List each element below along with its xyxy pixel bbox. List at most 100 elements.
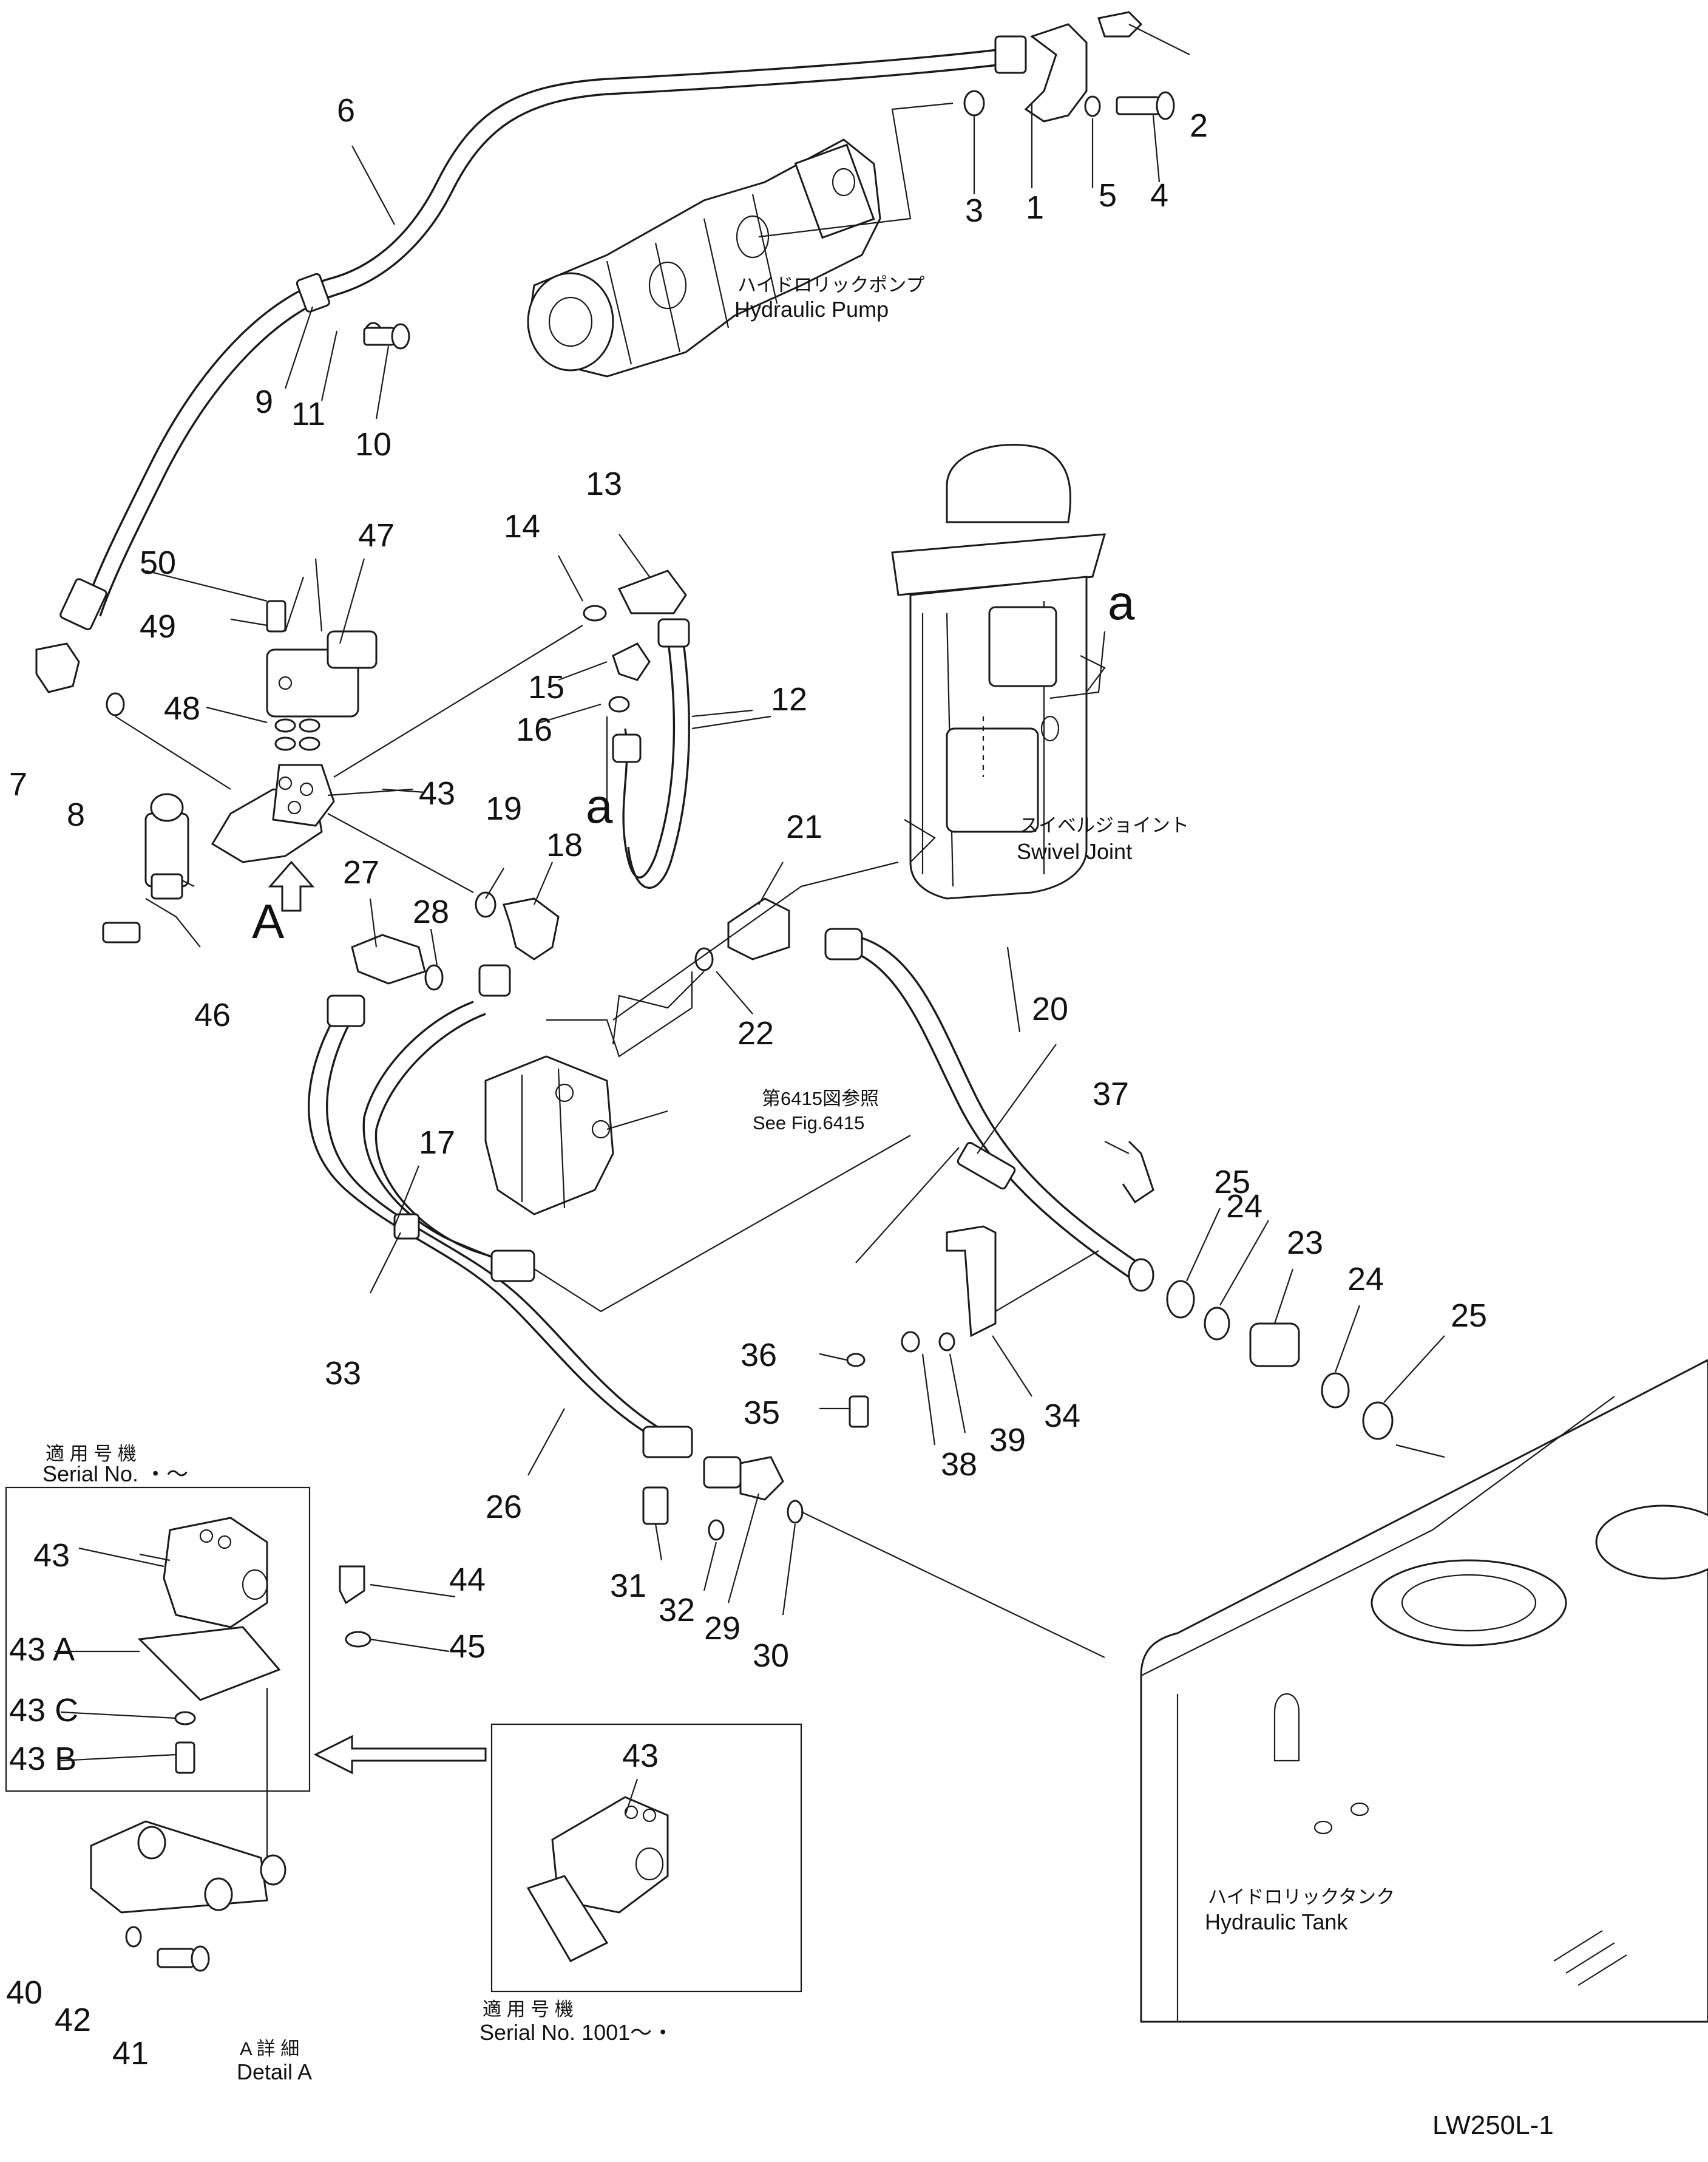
callout-20: 20 xyxy=(1032,991,1068,1027)
callout-13: 13 xyxy=(586,466,622,502)
control-block-43 xyxy=(211,625,583,893)
callout-9: 9 xyxy=(255,384,273,420)
callout-24a: 24 xyxy=(1226,1188,1262,1225)
callout-25a: 25 xyxy=(1214,1164,1250,1200)
callout-27: 27 xyxy=(343,854,379,891)
detail-bracket-40 xyxy=(90,1565,371,1972)
u-bolt-37 xyxy=(1122,1140,1154,1204)
callout-43B: 43 B xyxy=(9,1741,76,1777)
swivel-label-jp: スイベルジョイント xyxy=(1020,815,1189,836)
fittings-29-32 xyxy=(642,1456,1105,1658)
callout-43a: 43 xyxy=(419,775,455,812)
callout-48: 48 xyxy=(164,690,200,727)
callout-15: 15 xyxy=(528,669,564,705)
callout-42: 42 xyxy=(55,2002,91,2038)
fittings-7-8 xyxy=(35,642,231,790)
tank-label-en: Hydraulic Tank xyxy=(1205,1909,1348,1934)
swivel-joint xyxy=(891,444,1106,900)
callout-10: 10 xyxy=(355,426,391,463)
pipe-20 xyxy=(824,928,1154,1292)
callout-24b: 24 xyxy=(1347,1261,1384,1297)
serial-label-2-en: Serial No. 1001～・ xyxy=(480,2020,674,2045)
solenoid-valve-47 xyxy=(266,558,378,718)
callout-41: 41 xyxy=(112,2035,149,2072)
callout-3: 3 xyxy=(965,192,983,229)
o-rings-48 xyxy=(274,718,320,751)
bracket-34 xyxy=(846,1225,1099,1428)
callout-8: 8 xyxy=(67,797,85,833)
relief-valve-46 xyxy=(102,793,201,948)
callout-5: 5 xyxy=(1099,177,1117,214)
marker-a-hose: a xyxy=(586,779,613,833)
serial-label-1-en: Serial No. ・～ xyxy=(42,1461,188,1486)
hose-6 xyxy=(59,35,1027,631)
hose-12 xyxy=(606,618,753,889)
fittings-13-16 xyxy=(583,569,687,713)
marker-A: A xyxy=(252,894,285,948)
callout-47: 47 xyxy=(358,517,395,554)
callout-19: 19 xyxy=(486,790,522,827)
detail-box-serial xyxy=(5,1486,311,1792)
tank-label-jp: ハイドロリックタンク xyxy=(1208,1886,1395,1908)
callout-44: 44 xyxy=(449,1562,486,1598)
control-valve xyxy=(484,971,693,1215)
swivel-label-en: Swivel Joint xyxy=(1017,839,1132,864)
callout-36: 36 xyxy=(740,1337,777,1373)
reference-markers: a a A xyxy=(252,576,1135,948)
detail-arrow xyxy=(313,1735,487,1775)
callout-40: 40 xyxy=(6,1974,42,2011)
fig-ref-en: See Fig.6415 xyxy=(753,1112,864,1134)
callout-18: 18 xyxy=(546,827,583,863)
callout-17: 17 xyxy=(419,1124,455,1161)
callout-32: 32 xyxy=(659,1592,695,1628)
callout-50: 50 xyxy=(140,545,176,581)
leader-lines xyxy=(55,145,1445,1816)
callout-numbers: 1 2 3 4 5 6 7 8 9 10 11 12 13 14 15 16 1… xyxy=(6,92,1487,2072)
serial-label-2-jp: 適 用 号 機 xyxy=(483,1999,574,2020)
callout-29: 29 xyxy=(704,1610,740,1647)
callout-43A: 43 A xyxy=(9,1631,75,1668)
callout-16: 16 xyxy=(516,712,552,748)
fittings-1-5 xyxy=(963,11,1190,194)
callout-1: 1 xyxy=(1026,189,1044,226)
fittings-21-22 xyxy=(612,897,790,1045)
callout-22: 22 xyxy=(737,1015,774,1052)
hose-17-26 xyxy=(308,964,911,1458)
serial-label-1-jp: 適 用 号 機 xyxy=(46,1443,137,1464)
callout-4: 4 xyxy=(1150,177,1168,214)
callout-45: 45 xyxy=(449,1628,486,1665)
callout-46: 46 xyxy=(194,997,231,1033)
callout-11: 11 xyxy=(291,396,325,432)
callout-14: 14 xyxy=(504,508,540,545)
callout-34: 34 xyxy=(1044,1398,1080,1434)
hose-joint-23-25 xyxy=(1166,1280,1445,1458)
callout-35: 35 xyxy=(744,1395,780,1431)
callout-39: 39 xyxy=(989,1422,1026,1458)
fittings-27-28 xyxy=(351,934,444,991)
component-labels: ハイドロリックポンプ Hydraulic Pump スイベルジョイント Swiv… xyxy=(42,274,1554,2140)
detail-label-jp: A 詳 細 xyxy=(240,2038,299,2059)
callout-6: 6 xyxy=(337,92,355,129)
pump-label-jp: ハイドロリックポンプ xyxy=(737,274,924,296)
callout-7: 7 xyxy=(9,766,27,803)
hydraulic-tank xyxy=(1140,1359,1708,2023)
callout-37: 37 xyxy=(1093,1076,1129,1112)
callout-23: 23 xyxy=(1287,1225,1323,1261)
callout-43C: 43 C xyxy=(9,1692,78,1729)
connection-lines xyxy=(612,861,1021,1033)
pump-label-en: Hydraulic Pump xyxy=(734,297,889,322)
callout-12: 12 xyxy=(771,681,807,718)
callout-38: 38 xyxy=(941,1446,977,1483)
callout-26: 26 xyxy=(486,1489,522,1525)
arrow-detail-A xyxy=(268,860,315,912)
fittings-18-19 xyxy=(475,891,560,960)
clamp-9-11 xyxy=(284,306,410,420)
detail-label-en: Detail A xyxy=(237,2059,312,2084)
drawing-code: LW250L-1 xyxy=(1432,2110,1554,2140)
callout-28: 28 xyxy=(413,894,449,930)
callout-21: 21 xyxy=(786,809,822,845)
detail-box-1001 xyxy=(490,1723,802,1993)
callout-31: 31 xyxy=(610,1568,646,1604)
callout-43b: 43 xyxy=(33,1537,70,1574)
